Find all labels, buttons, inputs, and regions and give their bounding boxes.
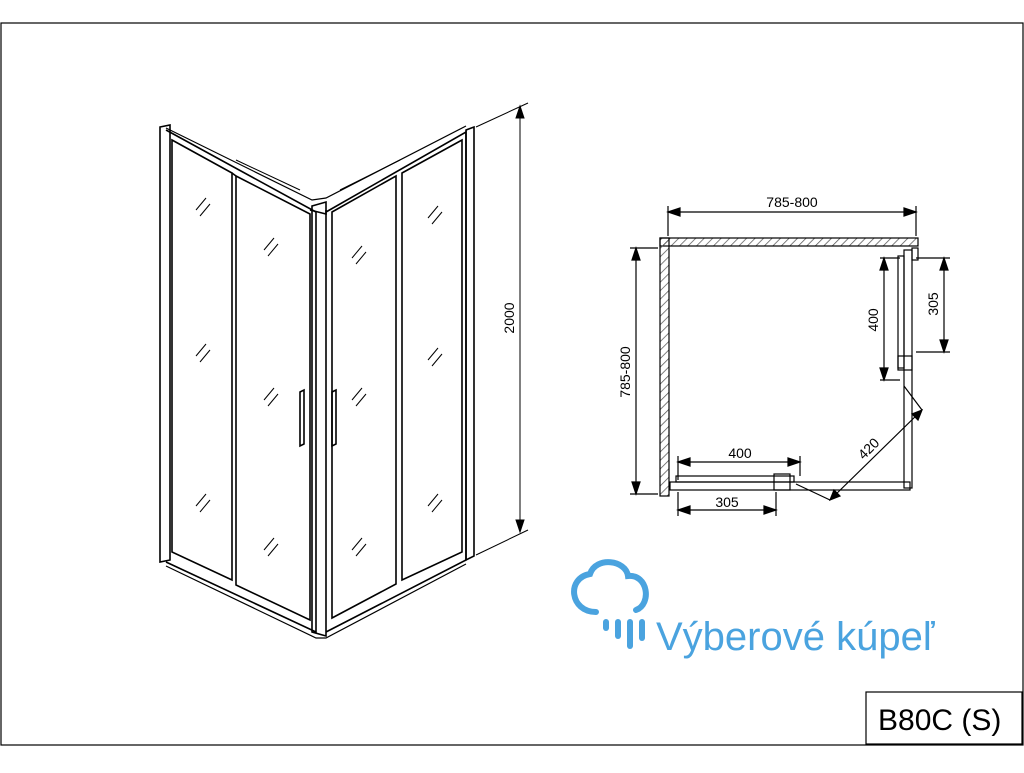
height-dimension bbox=[475, 102, 529, 556]
right-sliding-glass bbox=[331, 174, 397, 620]
door-front-label: 400 bbox=[728, 445, 752, 461]
plan-depth-label: 785-800 bbox=[617, 346, 633, 398]
watermark-text: Výberové kúpeľ bbox=[656, 615, 936, 659]
left-fixed-glass bbox=[171, 138, 233, 582]
door-side-label: 400 bbox=[865, 308, 881, 332]
top-wall bbox=[659, 237, 919, 247]
height-label: 2000 bbox=[501, 302, 517, 333]
door-side-inner-label: 305 bbox=[925, 292, 941, 316]
door-front-inner-label: 305 bbox=[715, 494, 739, 510]
corner-post bbox=[311, 200, 327, 638]
right-door-handle bbox=[331, 388, 337, 448]
model-box bbox=[865, 691, 1023, 745]
diagonal-label: 420 bbox=[855, 434, 883, 462]
drawing-frame bbox=[0, 22, 1024, 746]
left-wall bbox=[659, 237, 670, 497]
left-wall-profile bbox=[159, 124, 171, 563]
plan-width-label: 785-800 bbox=[766, 194, 818, 210]
enclosure-plan-view bbox=[630, 206, 950, 516]
left-door-handle bbox=[299, 388, 305, 448]
model-code: B80C (S) bbox=[878, 704, 1001, 737]
enclosure-3d-view bbox=[159, 102, 529, 639]
left-sliding-glass bbox=[235, 174, 311, 622]
right-fixed-glass bbox=[401, 138, 463, 582]
glass-reflections bbox=[195, 197, 443, 557]
shower-cloud-icon bbox=[571, 559, 649, 649]
left-panel-outline bbox=[165, 129, 317, 634]
right-wall-profile bbox=[465, 125, 475, 562]
right-side-panel bbox=[903, 249, 913, 489]
